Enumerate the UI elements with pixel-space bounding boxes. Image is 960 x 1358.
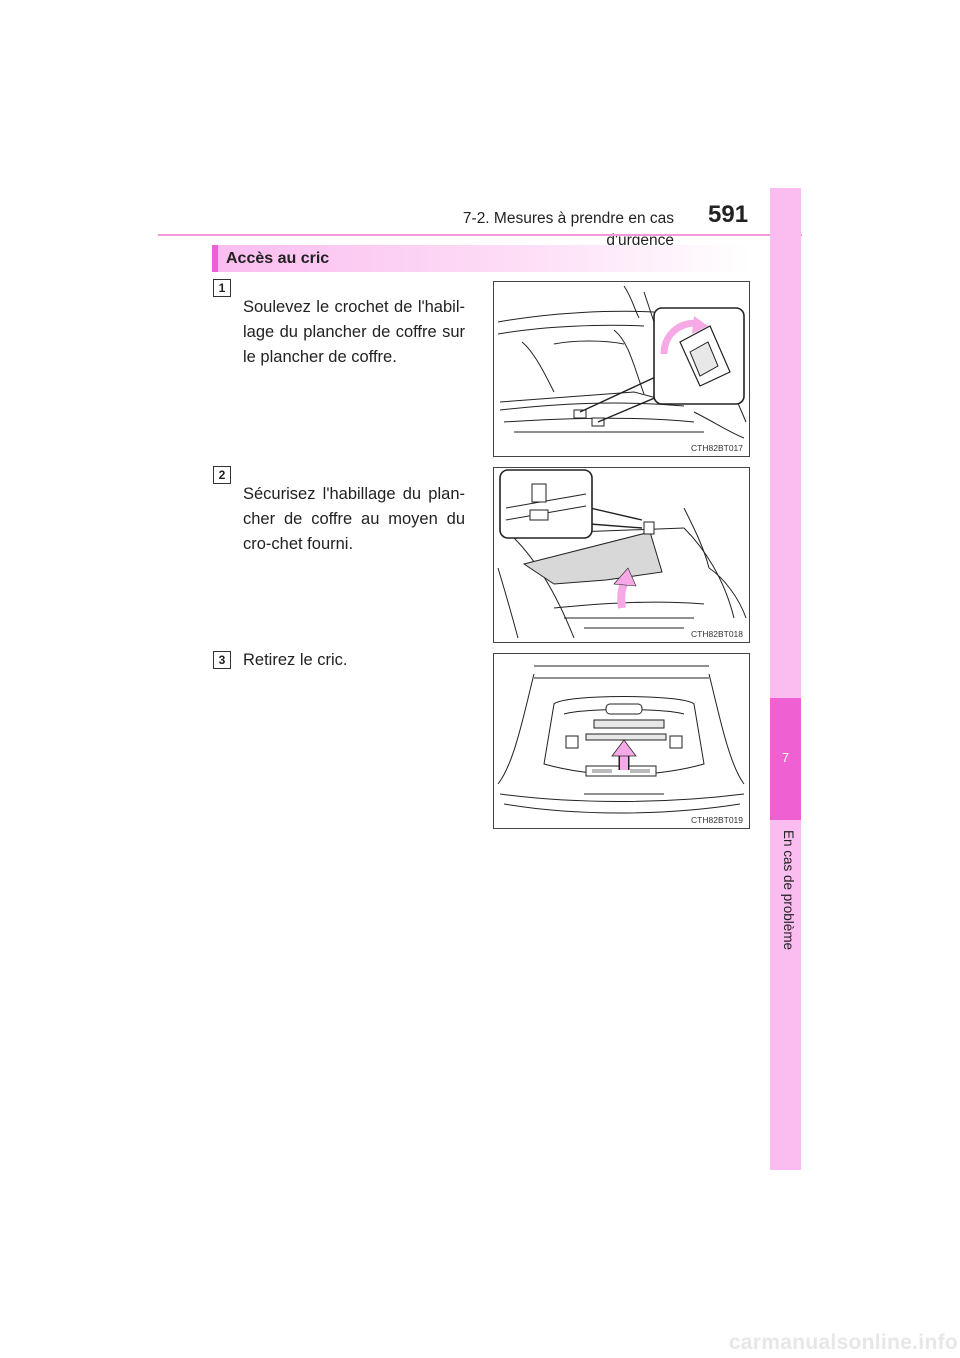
figure-code: CTH82BT019	[689, 815, 745, 826]
section-heading: Accès au cric	[212, 245, 750, 272]
step-1-text: Soulevez le crochet de l'habil-lage du p…	[243, 298, 465, 366]
chapter-tab-marker	[770, 698, 801, 820]
jack-removal-illustration	[497, 665, 745, 814]
step-number-1: 1	[213, 279, 231, 297]
trunk-hook-illustration	[497, 285, 747, 439]
figure-step-2: CTH82BT018	[493, 467, 750, 643]
trunk-floor-secured-illustration	[497, 469, 747, 639]
header-divider	[158, 234, 802, 236]
step-2-text: Sécurisez l'habillage du plan-cher de co…	[243, 485, 465, 553]
chapter-number: 7	[781, 750, 790, 765]
chapter-side-tab	[770, 188, 801, 1170]
page-number: 591	[708, 201, 749, 228]
step-number-3: 3	[213, 651, 231, 669]
step-3-text: Retirez le cric.	[243, 651, 348, 669]
figure-code: CTH82BT018	[689, 629, 745, 640]
step-number-2: 2	[213, 466, 231, 484]
figure-step-1: CTH82BT017	[493, 281, 750, 457]
watermark: carmanualsonline.info	[728, 1331, 958, 1354]
figure-step-3: CTH82BT019	[493, 653, 750, 829]
figure-code: CTH82BT017	[689, 443, 745, 454]
chapter-label: En cas de problème	[781, 830, 796, 951]
header-section-title: 7-2. Mesures à prendre en cas d'urgence	[462, 210, 674, 249]
section-heading-text: Accès au cric	[226, 250, 330, 267]
